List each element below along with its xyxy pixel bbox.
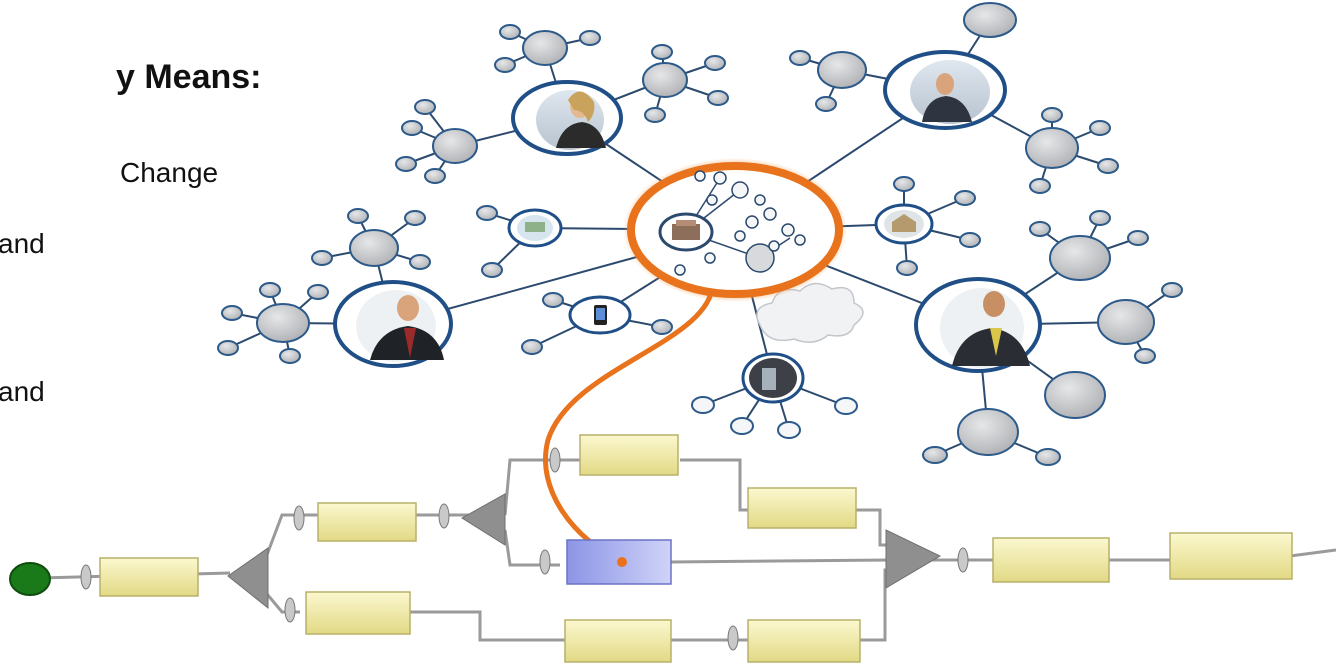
person-woman-phone-icon: [511, 80, 623, 156]
slide-heading: y Means:: [116, 58, 262, 96]
task-box: [305, 591, 411, 635]
gateway-icon: [227, 493, 942, 610]
mobile-phone-icon: [568, 295, 632, 335]
hub-to-task-connector: [543, 289, 715, 565]
task-boxes: [99, 434, 1293, 663]
person-man-left-icon: [333, 280, 453, 368]
person-man-desk-icon: [883, 50, 1007, 130]
house-photo-icon: [874, 203, 934, 245]
meeting-photo-icon: [507, 208, 563, 248]
task-box: [747, 619, 861, 663]
task-box: [317, 502, 417, 542]
sequence-markers: [80, 447, 969, 651]
bullet-text-change: Change: [120, 157, 219, 188]
bullet-text-and-2: and: [0, 376, 45, 407]
task-box: [99, 557, 199, 597]
task-box: [747, 487, 857, 529]
bullet-text-and-1: and: [0, 228, 45, 259]
task-box: [564, 619, 672, 663]
process-flow-lines: [39, 458, 1336, 642]
task-box: [992, 537, 1110, 583]
connector-end-dot-top: [617, 557, 627, 567]
task-box: [1169, 532, 1293, 580]
office-photo-icon: [741, 352, 805, 404]
task-box: [579, 434, 679, 476]
person-man-right-icon: [914, 277, 1042, 373]
network-gray-nodes: [217, 2, 1183, 466]
start-event-icon: [9, 562, 51, 596]
organization-hub-icon: [623, 158, 847, 302]
